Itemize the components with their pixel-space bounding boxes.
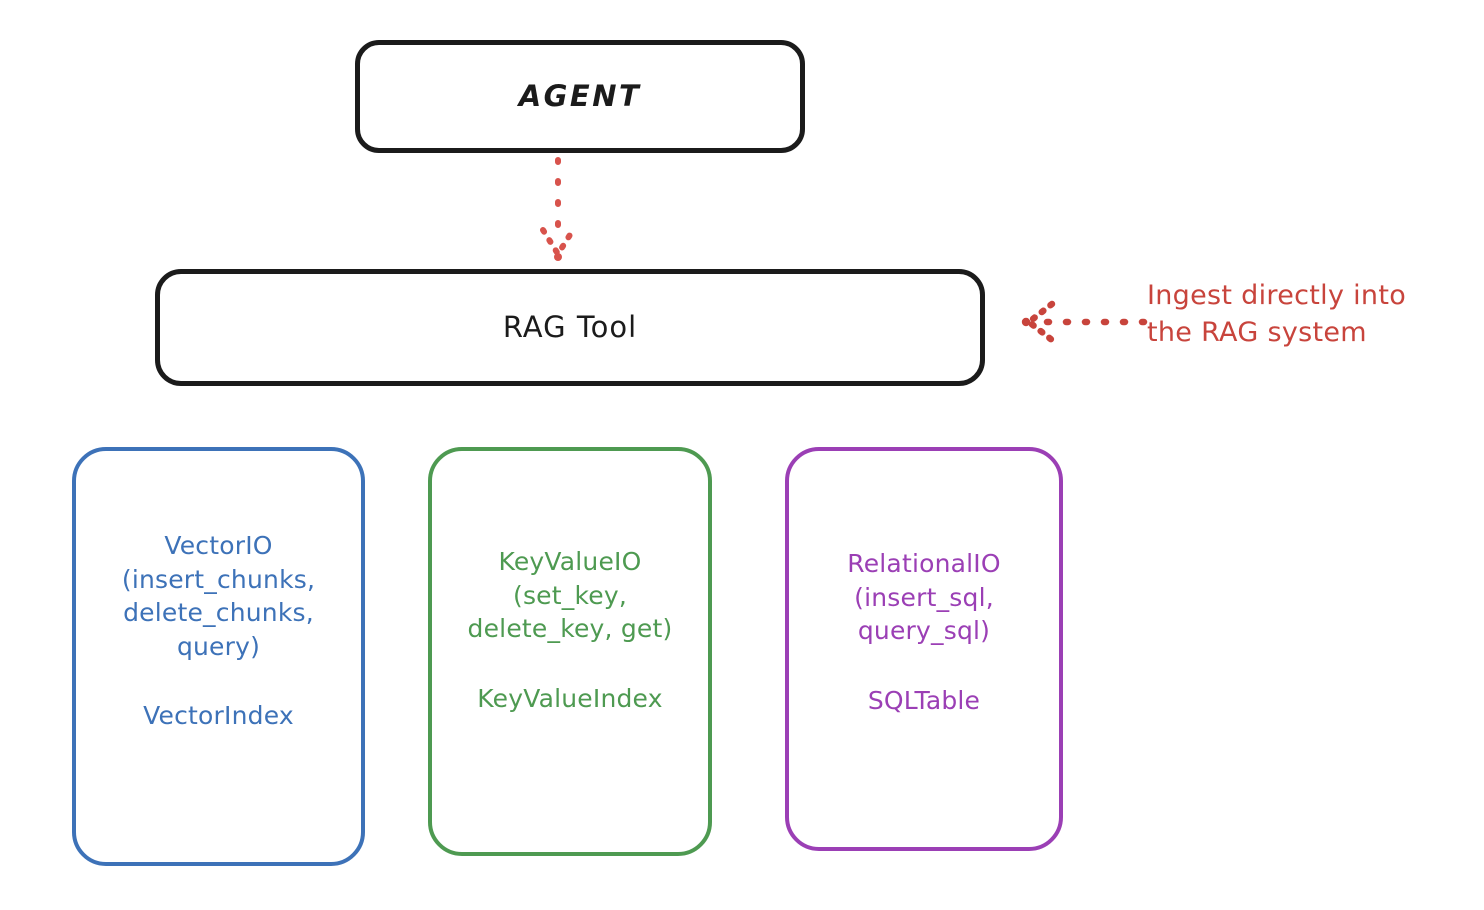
key-value-io-content: KeyValueIO (set_key, delete_key, get) Ke…	[432, 451, 708, 713]
relational-io-api-label: RelationalIO (insert_sql, query_sql)	[847, 549, 1001, 645]
vector-io-content: VectorIO (insert_chunks, delete_chunks, …	[76, 451, 361, 730]
relational-io-node[interactable]: RelationalIO (insert_sql, query_sql) SQL…	[785, 447, 1063, 851]
key-value-io-api-label: KeyValueIO (set_key, delete_key, get)	[467, 547, 673, 643]
agent-node[interactable]: AGENT	[355, 40, 805, 153]
relational-io-index-label: SQLTable	[867, 685, 981, 715]
rag-tool-node-label: RAG Tool	[502, 310, 638, 345]
rag-tool-node[interactable]: RAG Tool	[155, 269, 985, 386]
relational-io-content: RelationalIO (insert_sql, query_sql) SQL…	[789, 451, 1059, 715]
agent-to-rag-tool-arrow-icon	[540, 157, 576, 261]
vector-io-node[interactable]: VectorIO (insert_chunks, delete_chunks, …	[72, 447, 365, 866]
vector-io-index-label: VectorIndex	[143, 701, 294, 730]
agent-node-label: AGENT	[518, 79, 642, 114]
ingest-to-rag-tool-arrow-icon	[1021, 300, 1148, 344]
key-value-io-index-label: KeyValueIndex	[477, 683, 663, 713]
vector-io-api-label: VectorIO (insert_chunks, delete_chunks, …	[121, 531, 316, 661]
key-value-io-node[interactable]: KeyValueIO (set_key, delete_key, get) Ke…	[428, 447, 712, 856]
ingest-annotation-text: Ingest directly into the RAG system	[1147, 280, 1407, 349]
